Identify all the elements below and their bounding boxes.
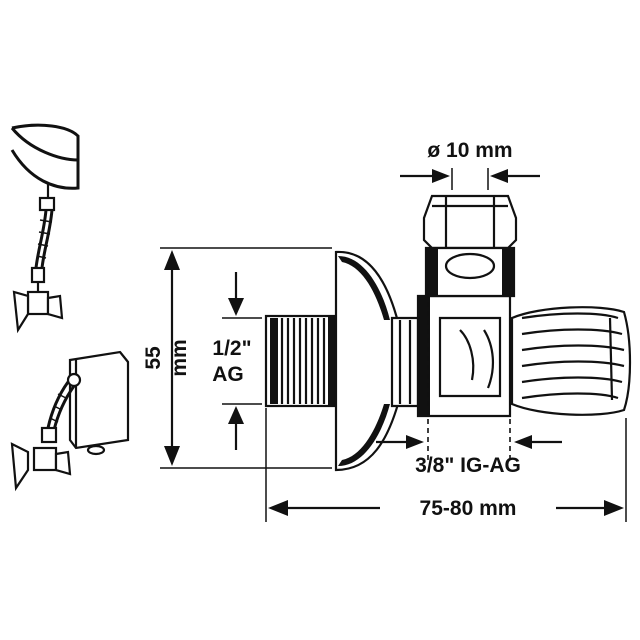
outlet-label: 3/8" IG-AG [415,454,521,477]
outlet-connector [422,194,518,250]
cistern-wall-rosette [10,442,30,492]
cistern-inlet [66,372,82,388]
height-unit-label: mm [168,339,191,376]
length-dimension: 75-80 mm [265,408,627,522]
arrow-up-icon [164,250,180,270]
arrow-left-icon [268,500,288,516]
cistern-angle-valve [32,446,58,472]
arrow-right-icon [604,500,624,516]
sink-application-illustration [10,123,80,334]
sink-basin [10,123,80,190]
outlet-dimension: 3/8" IG-AG [376,284,562,477]
arrow-up-icon [228,406,244,424]
height-value-label: 55 [142,346,165,370]
length-label: 75-80 mm [420,497,517,520]
wall-rosette [334,250,400,472]
cistern-hose [46,381,70,429]
sink-angle-valve [26,290,50,316]
height-dimension: 55 mm [142,247,332,469]
valve-body [416,294,512,418]
inlet-dimension: 1/2" AG [212,272,262,450]
arrow-right-icon [432,169,450,183]
arrow-left-icon [514,435,532,449]
diameter-dimension: ø 10 mm [400,139,540,190]
arrow-right-icon [406,435,424,449]
sink-hose-fitting [38,196,56,212]
arrow-down-icon [228,298,244,316]
cistern-tank [68,350,130,450]
threaded-inlet [264,314,338,408]
cistern-application-illustration [10,350,130,492]
angle-valve [264,194,632,472]
inlet-type-label: AG [212,363,244,386]
sink-hose [34,209,48,269]
arrow-left-icon [490,169,508,183]
sink-wall-rosette [12,290,30,334]
arrow-down-icon [164,446,180,466]
inlet-size-label: 1/2" [212,337,251,360]
diameter-label: ø 10 mm [427,139,512,162]
